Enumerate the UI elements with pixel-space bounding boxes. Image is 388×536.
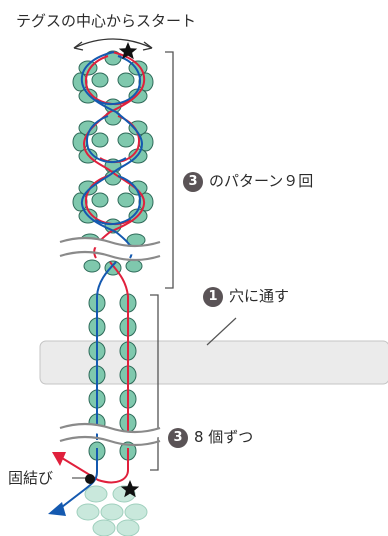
bead: [91, 192, 109, 208]
count-text: 8 個ずつ: [194, 428, 254, 446]
start-arc-arrow-right: [142, 41, 153, 51]
bead: [83, 259, 101, 273]
beads-layer: [72, 50, 154, 536]
bead-faded: [100, 503, 124, 521]
bead-faded: [116, 519, 140, 536]
break-bottom: [58, 422, 162, 447]
pattern-repeat-label: 3 のパターン９回: [183, 172, 313, 192]
bead-faded: [84, 485, 108, 503]
count-bracket: [150, 294, 159, 471]
blue-thread-pattern: [80, 51, 144, 259]
knot-dot-icon: [85, 474, 95, 484]
bead-faded: [124, 503, 148, 521]
step-1-badge: 1: [203, 287, 223, 307]
bead: [91, 132, 109, 148]
bead: [125, 259, 143, 273]
star-icon: [120, 480, 140, 498]
bead: [117, 192, 135, 208]
hole-label: 1 穴に通す: [203, 287, 289, 307]
blue-thread-loop-3: [95, 175, 141, 226]
pattern-bracket: [165, 51, 174, 289]
bead: [91, 72, 109, 88]
knot-label: 固結び: [8, 469, 54, 487]
step-3-count-badge: 3: [168, 428, 188, 448]
bead-faded: [92, 519, 116, 536]
break-top: [58, 236, 162, 262]
start-arc: [73, 38, 153, 49]
count-label: 3 8 個ずつ: [168, 428, 253, 448]
blue-thread-lower: [96, 261, 117, 440]
threads-layer: [57, 51, 146, 511]
bead: [117, 72, 135, 88]
start-arc-arrow-left: [73, 41, 84, 51]
bead: [117, 132, 135, 148]
start-label: テグスの中心からスタート: [16, 12, 197, 30]
red-thread-bottom: [61, 448, 129, 484]
hole-leader-line: [206, 317, 237, 346]
hole-text: 穴に通す: [229, 287, 290, 305]
star-icon: [118, 42, 138, 60]
step-3-badge: 3: [183, 172, 203, 192]
red-arrowhead: [52, 452, 66, 466]
bead-faded: [76, 503, 100, 521]
blue-thread-loop-1: [95, 55, 141, 106]
blue-arrowhead: [48, 502, 66, 516]
blue-thread-loop-2: [86, 115, 127, 164]
pattern-repeat-text: のパターン９回: [209, 172, 314, 190]
